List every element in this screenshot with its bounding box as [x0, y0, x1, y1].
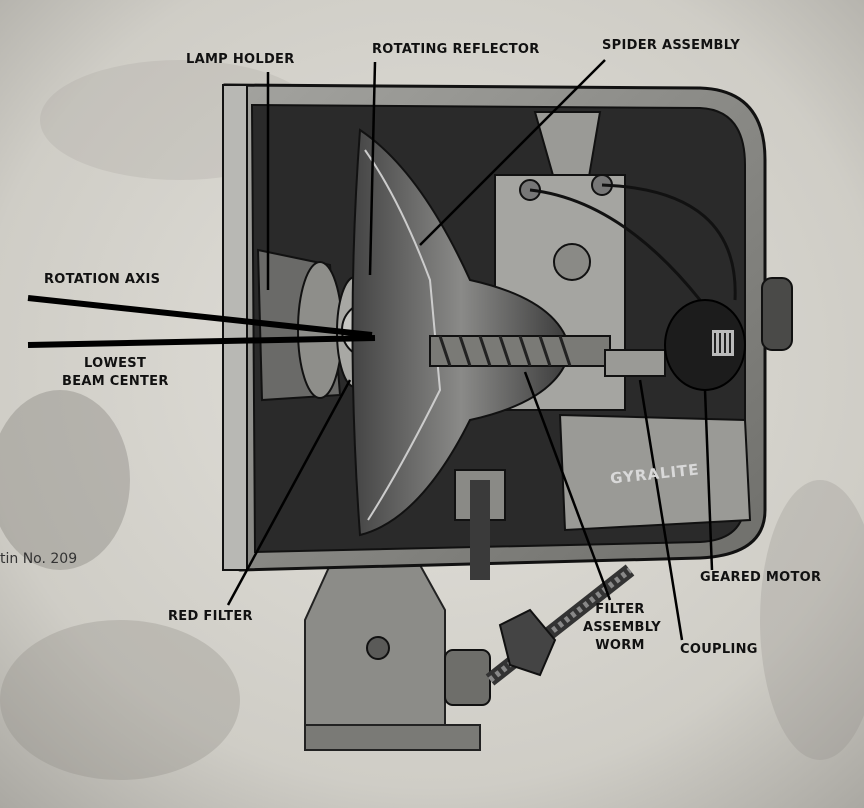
label-lowest-beam-center-line1: LOWEST: [84, 356, 147, 371]
side-knob: [761, 277, 793, 351]
bulletin-number-fragment: tin No. 209: [0, 551, 78, 567]
label-rotation-axis: ROTATION AXIS: [44, 272, 161, 287]
label-spider-assembly: SPIDER ASSEMBLY: [602, 38, 741, 53]
label-lowest-beam-center-line2: BEAM CENTER: [62, 374, 169, 389]
coupling: [604, 349, 666, 377]
label-filter-assembly-worm-line2: ASSEMBLY: [582, 620, 661, 635]
label-filter-assembly-worm-line3: WORM: [595, 638, 645, 653]
paper-stain: [0, 390, 130, 570]
label-lamp-holder: LAMP HOLDER: [186, 52, 295, 67]
leader-red-filter: [226, 379, 352, 606]
leader-filter-assembly-worm: [523, 371, 612, 601]
paper-stain: [760, 480, 864, 760]
leader-rotation-axis: [27, 295, 373, 338]
leader-spider-assembly: [419, 59, 606, 246]
leader-coupling: [638, 379, 684, 641]
geared-motor: [664, 299, 746, 391]
label-geared-motor: GEARED MOTOR: [700, 570, 822, 585]
paper-stain: [0, 620, 240, 780]
leader-geared-motor: [703, 389, 714, 571]
leader-rotating-reflector: [368, 61, 377, 276]
filter-assembly-worm: [429, 335, 611, 367]
label-rotating-reflector: ROTATING REFLECTOR: [372, 42, 540, 57]
label-filter-assembly-worm-line1: FILTER: [595, 602, 645, 617]
mounting-pedestal: [304, 564, 491, 751]
label-red-filter: RED FILTER: [168, 609, 253, 624]
label-coupling: COUPLING: [680, 642, 758, 657]
leader-lowest-beam-center: [27, 335, 376, 348]
leader-lines: [27, 59, 714, 641]
